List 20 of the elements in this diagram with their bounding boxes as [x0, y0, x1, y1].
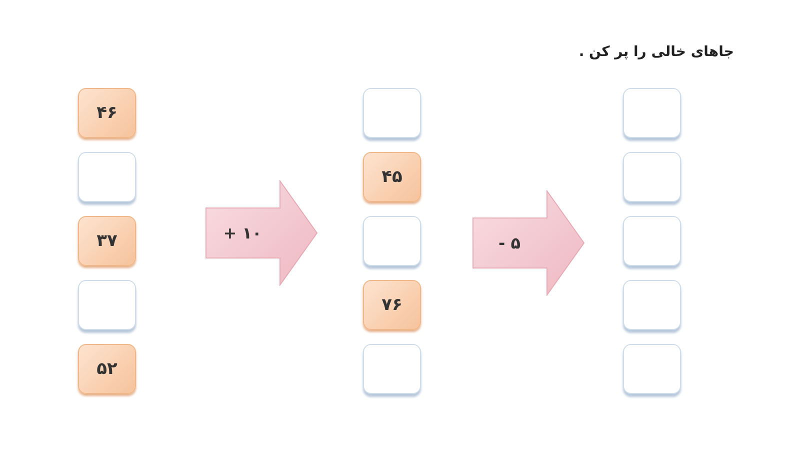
instruction-text: جاهای خالی را پر کن . [578, 44, 734, 60]
answer-box [623, 216, 681, 266]
operation-label: - ۵ [498, 234, 522, 252]
number-box: ۵۲ [78, 344, 136, 394]
number-box: ۷۶ [363, 280, 421, 330]
answer-box [363, 216, 421, 266]
block-arrow [205, 180, 318, 286]
answer-box [363, 88, 421, 138]
operation-label: + ۱۰ [222, 224, 263, 242]
number-box: ۴۵ [363, 152, 421, 202]
answer-box [363, 344, 421, 394]
block-arrow [472, 190, 585, 296]
answer-box [623, 344, 681, 394]
answer-box [623, 88, 681, 138]
answer-box [78, 152, 136, 202]
answer-box [623, 152, 681, 202]
answer-box [78, 280, 136, 330]
number-box: ۴۶ [78, 88, 136, 138]
answer-box [623, 280, 681, 330]
number-box: ۳۷ [78, 216, 136, 266]
